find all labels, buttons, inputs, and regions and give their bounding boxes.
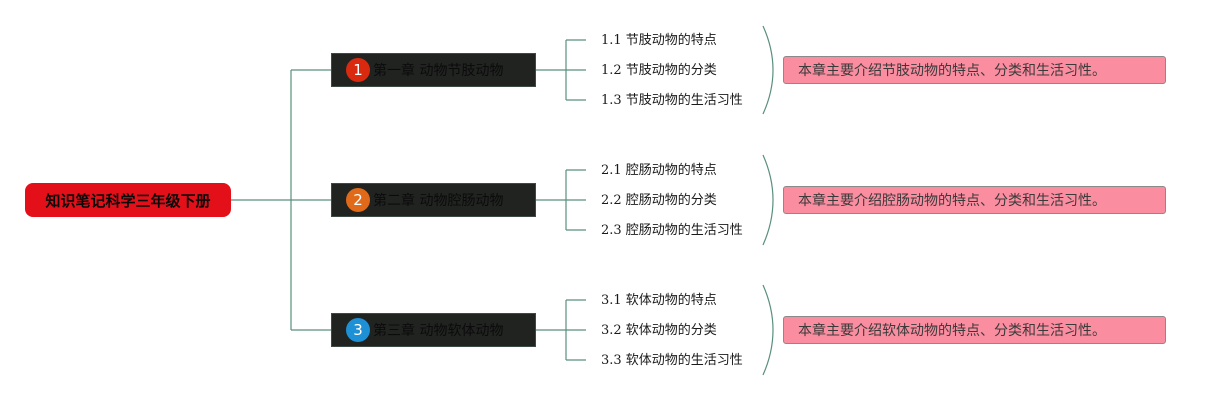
summary-brace-1 bbox=[762, 25, 774, 115]
chapter-1-section-connector bbox=[536, 39, 586, 101]
chapter-1-summary-text: 本章主要介绍节肢动物的特点、分类和生活习性。 bbox=[798, 63, 1106, 79]
chapter-3-label: 第三章 动物软体动物 bbox=[373, 323, 504, 339]
chapter-3-summary-text: 本章主要介绍软体动物的特点、分类和生活习性。 bbox=[798, 323, 1106, 339]
number-2-icon: 2 bbox=[346, 188, 370, 212]
chapter-2-summary-text: 本章主要介绍腔肠动物的特点、分类和生活习性。 bbox=[798, 193, 1106, 209]
section-2-2[interactable]: 2.2 腔肠动物的分类 bbox=[601, 193, 717, 208]
chapter-1-topic[interactable]: 1 第一章 动物节肢动物 bbox=[331, 53, 536, 87]
section-2-3[interactable]: 2.3 腔肠动物的生活习性 bbox=[601, 223, 743, 238]
chapter-2-topic[interactable]: 2 第二章 动物腔肠动物 bbox=[331, 183, 536, 217]
summary-brace-3 bbox=[762, 284, 774, 376]
root-topic[interactable]: 知识笔记科学三年级下册 bbox=[25, 183, 231, 217]
chapter-3-section-connector bbox=[536, 299, 586, 361]
chapter-2-section-connector bbox=[536, 169, 586, 231]
section-1-3[interactable]: 1.3 节肢动物的生活习性 bbox=[601, 93, 743, 108]
chapter-1-summary[interactable]: 本章主要介绍节肢动物的特点、分类和生活习性。 bbox=[783, 56, 1166, 84]
section-1-1[interactable]: 1.1 节肢动物的特点 bbox=[601, 33, 717, 48]
chapter-3-topic[interactable]: 3 第三章 动物软体动物 bbox=[331, 313, 536, 347]
section-2-1[interactable]: 2.1 腔肠动物的特点 bbox=[601, 163, 717, 178]
number-3-icon: 3 bbox=[346, 318, 370, 342]
section-3-1[interactable]: 3.1 软体动物的特点 bbox=[601, 293, 717, 308]
summary-brace-2 bbox=[762, 154, 774, 246]
root-topic-label: 知识笔记科学三年级下册 bbox=[45, 191, 211, 210]
section-3-3[interactable]: 3.3 软体动物的生活习性 bbox=[601, 353, 743, 368]
number-1-icon: 1 bbox=[346, 58, 370, 82]
section-1-2[interactable]: 1.2 节肢动物的分类 bbox=[601, 63, 717, 78]
chapter-2-summary[interactable]: 本章主要介绍腔肠动物的特点、分类和生活习性。 bbox=[783, 186, 1166, 214]
chapter-3-summary[interactable]: 本章主要介绍软体动物的特点、分类和生活习性。 bbox=[783, 316, 1166, 344]
chapter-2-label: 第二章 动物腔肠动物 bbox=[373, 193, 504, 209]
section-3-2[interactable]: 3.2 软体动物的分类 bbox=[601, 323, 717, 338]
chapter-1-label: 第一章 动物节肢动物 bbox=[373, 63, 504, 79]
